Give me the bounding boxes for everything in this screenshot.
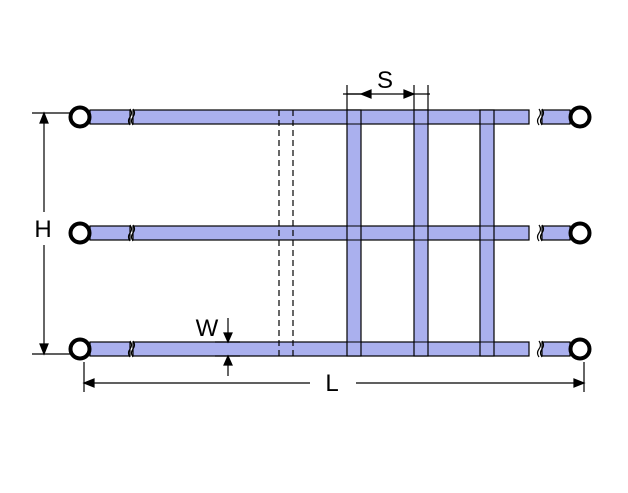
vertical-bar — [413, 109, 429, 357]
bar-end-ring-icon — [568, 337, 592, 361]
bar-end-ring-icon — [68, 105, 92, 129]
bar-end-ring-icon — [68, 221, 92, 245]
horizontal-bar-bottom — [68, 337, 592, 361]
dimension-height — [32, 111, 70, 356]
bar-end-ring-icon — [568, 105, 592, 129]
break-marks — [127, 108, 545, 358]
spacing-label: S — [377, 67, 393, 94]
length-label: L — [325, 370, 338, 397]
bar-end-ring-icon — [68, 337, 92, 361]
dimension-width — [215, 318, 240, 376]
hidden-vertical-bar — [278, 110, 294, 356]
dimension-length — [82, 362, 586, 392]
horizontal-bar-top — [68, 105, 592, 129]
vertical-bar — [479, 109, 495, 357]
crossing-lines — [347, 109, 494, 357]
vertical-bar — [346, 109, 362, 357]
dimension-spacing — [343, 85, 430, 110]
height-label: H — [34, 216, 51, 243]
horizontal-bar-middle — [68, 221, 592, 245]
width-label: W — [196, 315, 219, 342]
bar-end-ring-icon — [568, 221, 592, 245]
